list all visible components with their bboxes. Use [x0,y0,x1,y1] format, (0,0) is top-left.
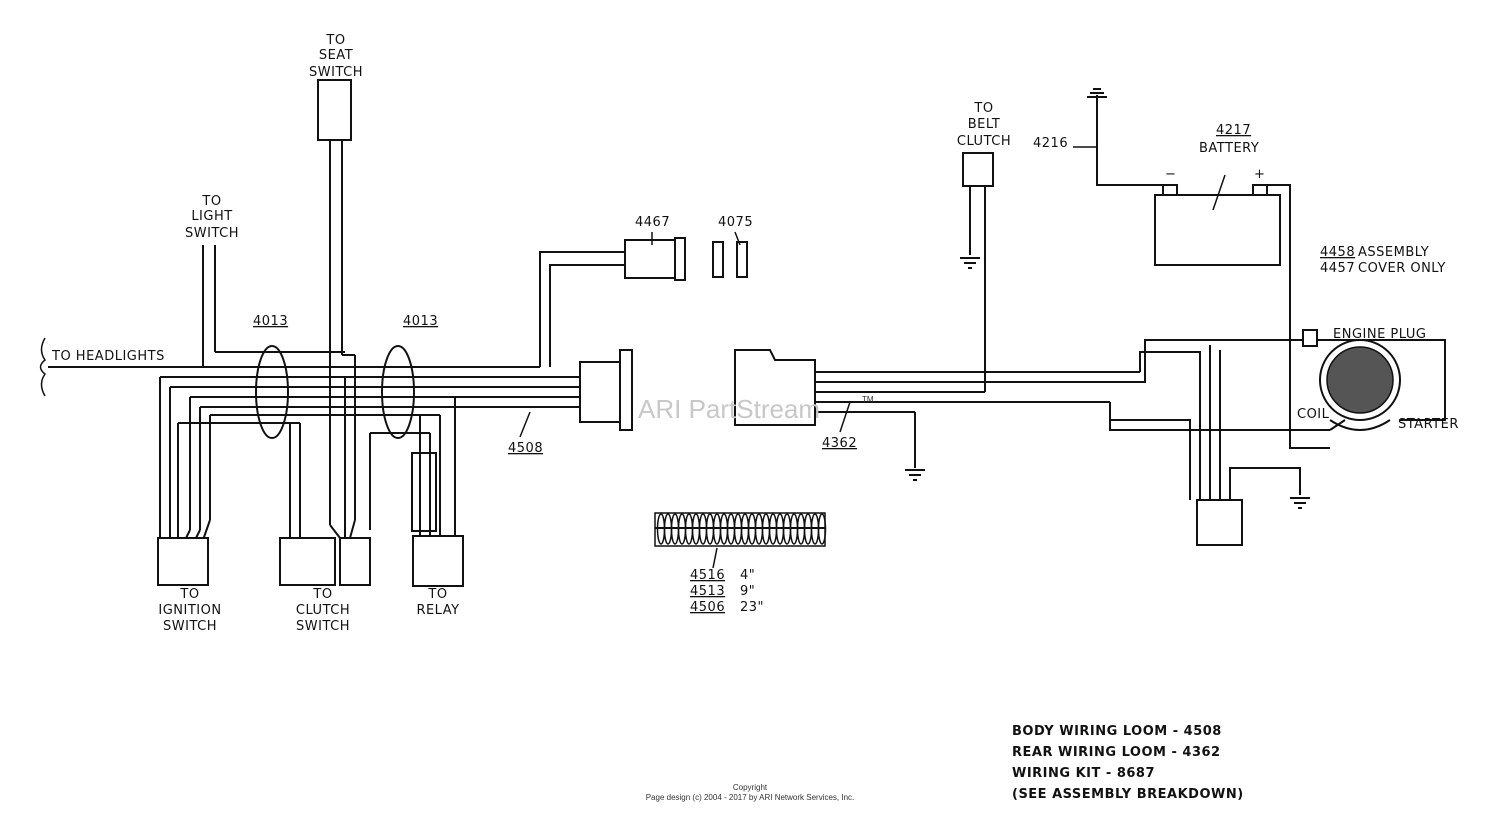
svg-text:BODY WIRING LOOM - 4508: BODY WIRING LOOM - 4508 [1012,724,1222,739]
sleeving-length: 23" [740,600,764,615]
connector-4467 [624,239,678,279]
svg-text:IGNITION: IGNITION [158,603,221,618]
copyright-label: Copyright [733,783,768,792]
light-switch-label: TO LIGHT SWITCH [185,194,239,241]
ground-strap-part: 4216 [1033,136,1068,151]
ground-symbol-c [1290,497,1310,509]
engine-harness-connector [1196,499,1243,546]
svg-text:4457: 4457 [1320,261,1355,276]
svg-text:TO: TO [325,33,345,48]
svg-text:REAR WIRING LOOM - 4362: REAR WIRING LOOM - 4362 [1012,745,1221,760]
svg-text:TO: TO [427,587,447,602]
svg-text:ASSEMBLY: ASSEMBLY [1358,245,1429,260]
svg-text:SEAT: SEAT [319,48,353,63]
sleeving-length: 9" [740,584,755,599]
terminal-4075-b [736,241,748,278]
tie-wrap-right-part: 4013 [403,314,438,329]
sleeving-part: 4506 [690,600,725,615]
battery-plus: + [1254,167,1265,182]
svg-text:(SEE ASSEMBLY BREAKDOWN): (SEE ASSEMBLY BREAKDOWN) [1012,787,1244,802]
svg-text:SWITCH: SWITCH [296,619,350,634]
svg-text:RELAY: RELAY [416,603,459,618]
body-loom-part-label: 4508 [508,441,543,456]
cable-assembly-label: 4458 ASSEMBLY 4457 COVER ONLY [1320,245,1446,276]
terminal-4075-a [712,241,724,278]
relay-label: TO RELAY [416,587,459,618]
belt-clutch-connector [962,152,994,187]
ground-symbol-a [905,469,925,481]
svg-text:4458: 4458 [1320,245,1355,260]
svg-text:BELT: BELT [968,117,1001,132]
battery-minus: − [1165,167,1176,182]
spiral-sleeving [654,512,827,547]
coil-label: COIL [1297,407,1330,422]
tie-wrap-left [255,345,289,439]
headlights-label: TO HEADLIGHTS [51,349,165,364]
svg-text:COVER ONLY: COVER ONLY [1358,261,1446,276]
svg-text:SWITCH: SWITCH [185,226,239,241]
svg-text:WIRING KIT - 8687: WIRING KIT - 8687 [1012,766,1155,781]
seat-switch-connector [317,79,352,141]
battery-label: BATTERY [1199,141,1259,156]
seat-switch-label: TO SEAT SWITCH [309,33,363,80]
page-design-credit: Page design (c) 2004 - 2017 by ARI Netwo… [646,793,855,802]
watermark: ARI PartStream [638,394,820,424]
svg-text:TO: TO [973,101,993,116]
svg-text:SWITCH: SWITCH [163,619,217,634]
sleeving-list: 4516 4" 4513 9" 4506 23" [690,568,764,615]
battery [1154,194,1281,266]
battery-part-label: 4217 [1216,123,1251,138]
legend: BODY WIRING LOOM - 4508 REAR WIRING LOOM… [1012,724,1244,802]
clutch-switch-label: TO CLUTCH SWITCH [296,587,350,634]
clutch-switch-connector-a [279,537,336,586]
connector-4467-label: 4467 [635,215,670,230]
engine-plug-label: ENGINE PLUG [1333,327,1426,342]
ignition-switch-connector [157,537,209,586]
ignition-switch-label: TO IGNITION SWITCH [158,587,221,634]
sleeving-length: 4" [740,568,755,583]
relay-harness-sleeve [411,452,437,532]
tie-wrap-right [381,345,415,439]
clutch-switch-connector-b [339,537,371,586]
sleeving-part: 4516 [690,568,725,583]
break-symbol [39,337,47,397]
ground-terminal-symbol [1087,88,1107,110]
svg-text:LIGHT: LIGHT [191,209,232,224]
svg-text:CLUTCH: CLUTCH [296,603,350,618]
watermark-tm: TM [862,395,874,404]
rear-loom-part-label: 4362 [822,436,857,451]
rear-loom-connector [734,349,816,426]
body-loom-connector [579,361,623,423]
svg-text:TO: TO [179,587,199,602]
connector-4075-label: 4075 [718,215,753,230]
sleeving-part: 4513 [690,584,725,599]
relay-connector [412,535,464,587]
belt-clutch-label: TO BELT CLUTCH [957,101,1011,149]
svg-text:CLUTCH: CLUTCH [957,134,1011,149]
svg-text:TO: TO [201,194,221,209]
starter-label: STARTER [1398,417,1459,432]
ground-symbol-b [960,257,980,269]
engine-plug [1302,329,1318,347]
tie-wrap-left-part: 4013 [253,314,288,329]
svg-text:TO: TO [312,587,332,602]
svg-text:SWITCH: SWITCH [309,65,363,80]
